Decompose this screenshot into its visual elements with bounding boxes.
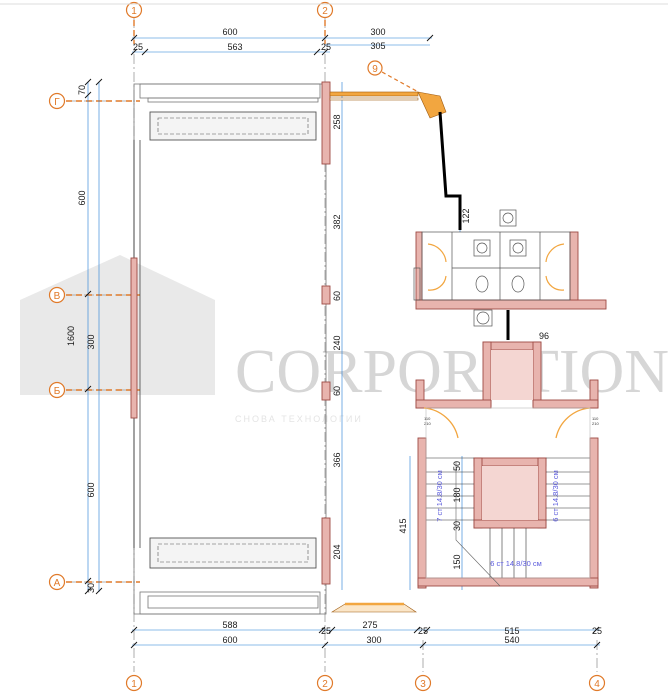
stair-note-bottom: 6 ст 14.8/30 см [490,559,542,568]
windows [329,91,447,613]
dim-515: 515 [504,626,519,636]
axis-label-b: Б [54,386,61,397]
dim-540: 540 [504,635,519,645]
entry-doors [423,407,591,439]
dim-415: 415 [398,518,408,533]
dim-150: 150 [452,554,462,569]
dimension-lines [87,37,600,646]
svg-text:9: 9 [372,64,378,75]
radiator-top [149,111,317,141]
axis-label-g: Г [54,97,60,108]
dim-300-left: 300 [86,334,96,349]
toilet-doors [427,243,565,291]
axis-label-1-top: 1 [131,6,137,17]
dim-180: 180 [452,487,462,502]
axis-orange-ticks [66,20,326,583]
toilet-block [413,209,571,327]
axis-bubbles [48,1,606,692]
dim-300-bottom: 300 [366,635,381,645]
dim-588: 588 [222,620,237,630]
dim-305: 305 [370,41,385,51]
watermark-text: CORPORATION [235,338,668,406]
dim-25-b: 25 [418,626,428,636]
dim-600-b: 600 [86,482,96,497]
dim-563: 563 [227,42,242,52]
dim-600-bottom: 600 [222,635,237,645]
dim-240: 240 [332,335,342,350]
corridor-shade [482,350,538,520]
dim-96: 96 [539,331,549,341]
dim-60-b: 60 [332,386,342,396]
dim-60-a: 60 [332,291,342,301]
dim-600-a: 600 [77,190,87,205]
dim-25-c: 25 [592,626,602,636]
dim-300-top: 300 [370,27,385,37]
axis-label-4-bottom: 4 [594,679,600,690]
dim-600-top: 600 [222,27,237,37]
axis-label-v: В [54,291,61,302]
dim-25-right: 25 [321,42,331,52]
dim-382: 382 [332,214,342,229]
stair-note-right: 6 ст 14.8/30 см [551,470,560,522]
callout-9: 9 [367,60,423,95]
stair-note-left: 7 ст 14.8/30 см [435,470,444,522]
dim-25-left: 25 [133,42,143,52]
dim-366: 366 [332,452,342,467]
axis-label-1-bottom: 1 [131,679,137,690]
axis-label-a: А [54,578,61,589]
dim-25-a: 25 [321,626,331,636]
axis-label-2-bottom: 2 [322,679,328,690]
dim-30-left: 30 [86,583,96,593]
dim-275: 275 [362,620,377,630]
dim-258: 258 [332,114,342,129]
dim-70: 70 [77,85,87,95]
dim-204: 204 [332,544,342,559]
watermark-house-icon [20,255,215,395]
stairs [425,407,591,587]
axis-label-3-bottom: 3 [420,679,426,690]
radiator-bottom [149,537,317,569]
dim-30-stair: 30 [452,521,462,531]
dimension-ticks [84,34,601,649]
dim-1600: 1600 [66,326,76,346]
watermark-subtext: СНОВА ТЕХНОЛОГИИ [235,414,363,424]
axis-label-2-top: 2 [322,6,328,17]
dim-122: 122 [461,208,471,223]
duct [438,111,510,340]
dim-50: 50 [452,461,462,471]
